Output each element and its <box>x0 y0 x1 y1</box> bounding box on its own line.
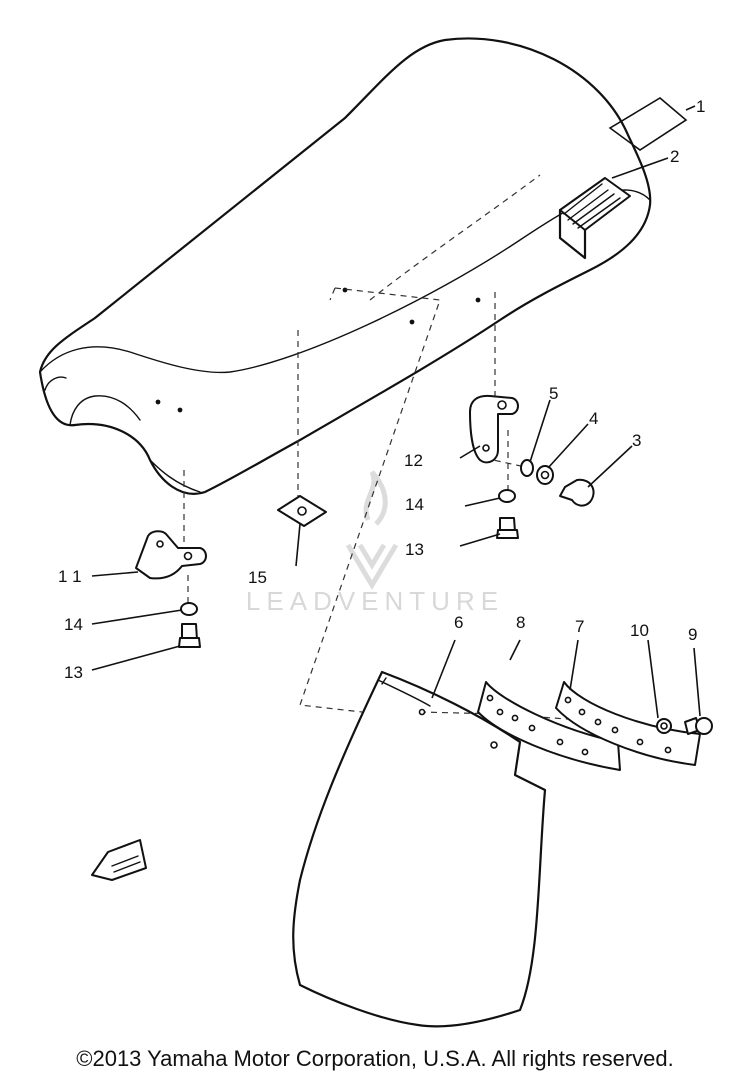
nut-plate <box>277 495 327 527</box>
callout-12: 12 <box>404 451 423 470</box>
callout-6: 6 <box>454 613 463 632</box>
callout-9: 9 <box>688 625 697 644</box>
watermark-logo: LEADVENTURE <box>246 470 504 616</box>
callout-numbers: 1 2 3 4 5 6 7 8 9 10 1 1 12 13 13 14 14 … <box>58 97 705 682</box>
callout-14-left: 14 <box>64 615 83 634</box>
watermark-text: LEADVENTURE <box>246 586 504 616</box>
callout-13-left: 13 <box>64 663 83 682</box>
callout-1: 1 <box>696 97 705 116</box>
seat <box>38 37 652 495</box>
mud-flap <box>292 670 547 1028</box>
callout-14-right: 14 <box>405 495 424 514</box>
mud-flap-plate-7 <box>555 681 701 766</box>
bracket-right <box>469 394 519 464</box>
plate-fasteners <box>656 717 713 735</box>
callout-13-right: 13 <box>405 540 424 559</box>
bracket-left <box>135 530 207 580</box>
copyright-notice: ©2013 Yamaha Motor Corporation, U.S.A. A… <box>76 1046 674 1071</box>
mud-flap-plate-8 <box>477 681 621 771</box>
callout-2: 2 <box>670 147 679 166</box>
callout-leaders <box>91 97 701 719</box>
fender-outline <box>299 287 441 713</box>
callout-15: 15 <box>248 568 267 587</box>
callout-10: 10 <box>630 621 649 640</box>
seat-emblem <box>558 177 631 260</box>
projection-lines <box>183 292 673 728</box>
front-arrow-icon <box>91 839 147 881</box>
callout-4: 4 <box>589 409 598 428</box>
callout-8: 8 <box>516 613 525 632</box>
callout-11: 1 1 <box>58 567 82 586</box>
callout-3: 3 <box>632 431 641 450</box>
left-fasteners <box>178 602 201 648</box>
callout-5: 5 <box>549 384 558 403</box>
right-fasteners <box>496 459 595 539</box>
callout-7: 7 <box>575 617 584 636</box>
